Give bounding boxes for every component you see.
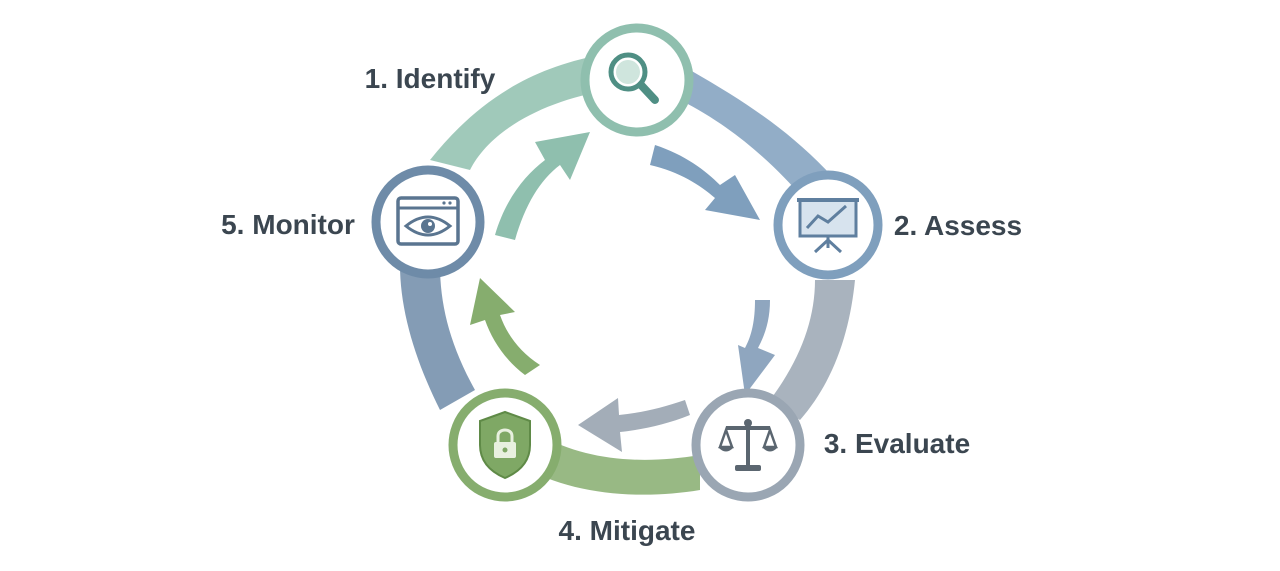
band-evaluate-segment <box>770 280 855 420</box>
step-label-monitor: 5. Monitor <box>221 209 355 240</box>
node-assess <box>773 170 883 280</box>
node-evaluate <box>691 388 805 502</box>
arrow-to-evaluate <box>738 300 775 395</box>
step-label-evaluate: 3. Evaluate <box>824 428 970 459</box>
step-label-assess: 2. Assess <box>894 210 1022 241</box>
arrow-to-monitor <box>470 278 540 375</box>
magnifier-icon <box>608 52 659 104</box>
arrow-to-mitigate <box>578 398 690 452</box>
band-monitor-segment <box>400 265 475 410</box>
arrow-to-assess <box>650 145 760 220</box>
band-identify-segment <box>430 55 610 170</box>
band-mitigate-segment <box>520 435 700 495</box>
arrow-to-identify <box>495 132 590 240</box>
node-monitor <box>371 165 485 279</box>
step-label-mitigate: 4. Mitigate <box>559 515 696 546</box>
node-identify <box>580 23 694 137</box>
browser-eye-icon <box>396 196 460 246</box>
node-ring-identify <box>580 23 694 137</box>
presentation-chart-icon <box>797 198 859 254</box>
band-assess-segment <box>680 70 840 200</box>
balance-scale-icon <box>718 419 778 471</box>
shield-lock-icon <box>479 410 531 480</box>
inner-cycle-arrows <box>470 132 775 452</box>
outer-connector-bands <box>400 55 855 495</box>
step-label-identify: 1. Identify <box>365 63 496 94</box>
node-mitigate <box>448 388 562 502</box>
